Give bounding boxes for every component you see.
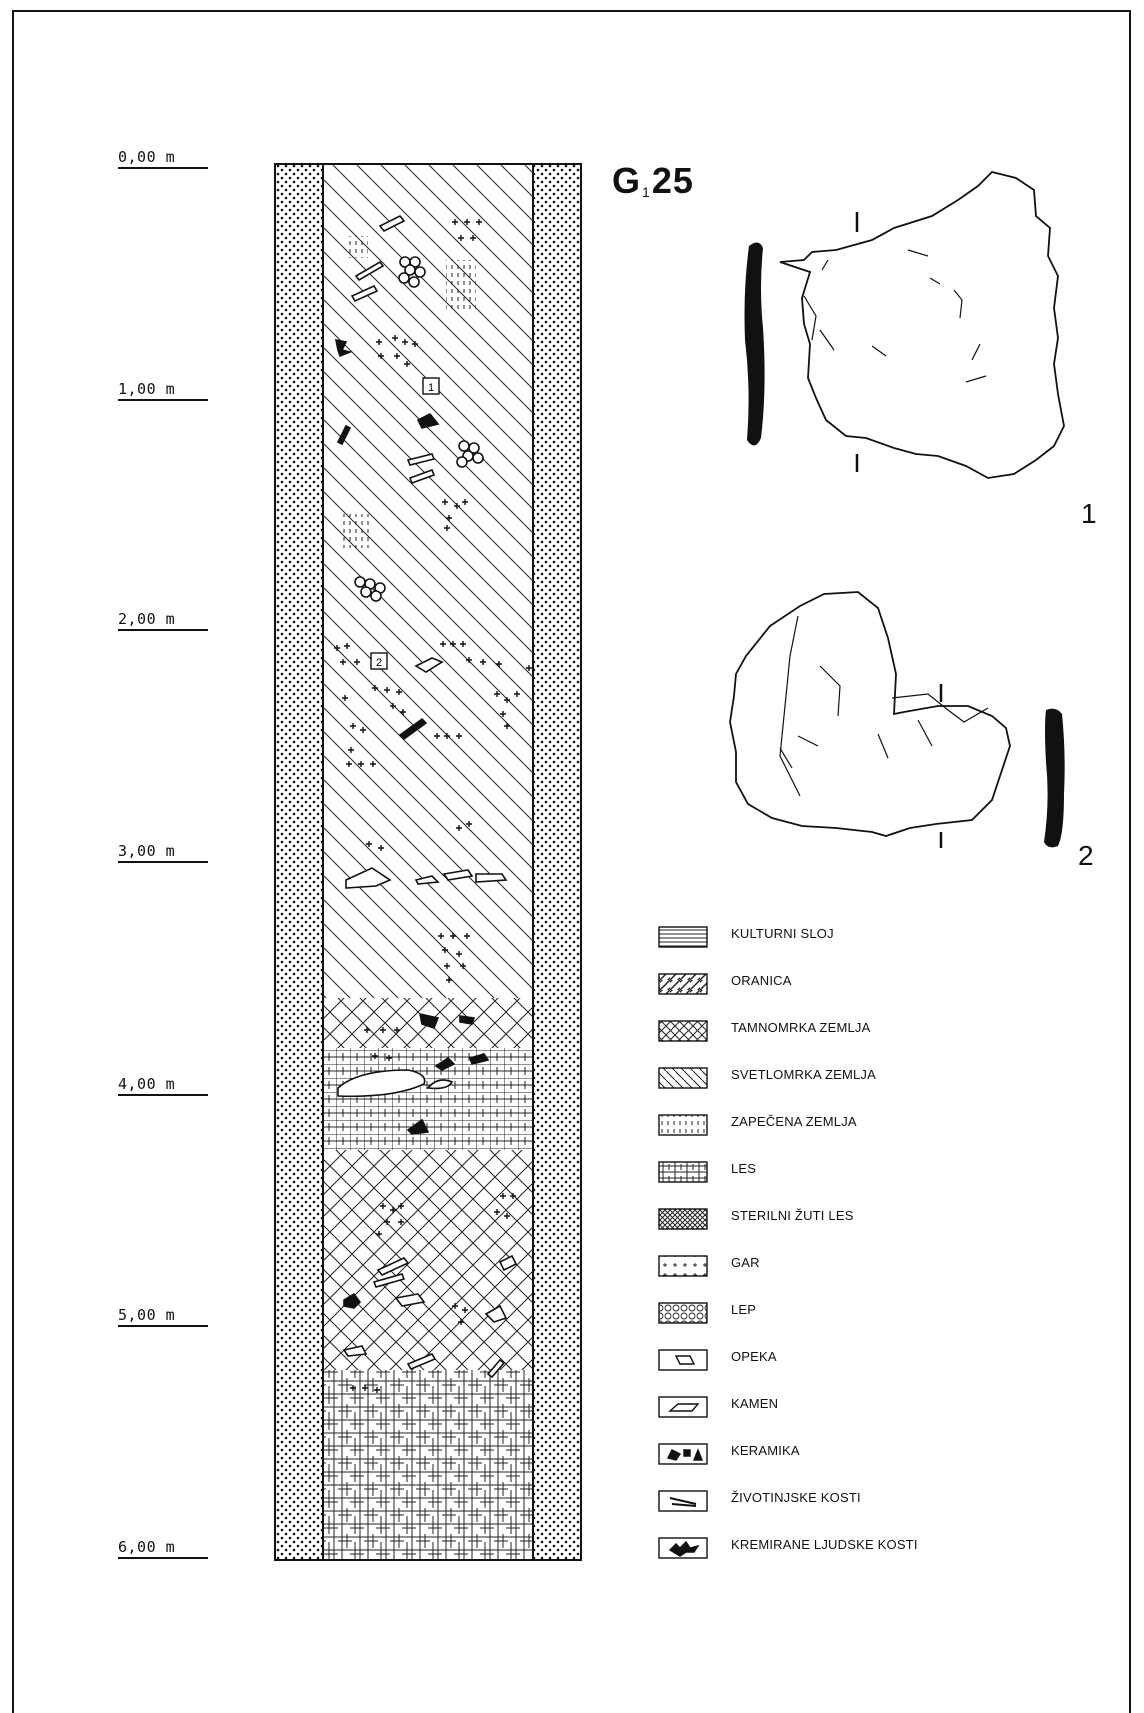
legend-swatches	[658, 926, 708, 1559]
sherd-find	[418, 1012, 440, 1029]
find-2-number: 2	[1078, 840, 1094, 871]
cremated-bone-find	[343, 1292, 362, 1309]
left-baulk-dots	[274, 163, 324, 1561]
bone-find	[408, 468, 436, 485]
stone-find	[337, 1069, 426, 1098]
bone-find	[486, 1358, 506, 1379]
find-1-outline	[779, 171, 1065, 479]
layer-les	[323, 1370, 533, 1560]
legend-swatch-zapecena	[658, 1114, 708, 1136]
legend-label: TAMNOMRKA ZEMLJA	[731, 1020, 871, 1035]
legend-swatch-kamen	[658, 1396, 708, 1418]
legend-swatch-keramika	[658, 1443, 708, 1465]
sherd-find	[406, 1118, 430, 1135]
charcoal-scatter	[334, 219, 532, 1393]
depth-label-1m: 1,00 m	[118, 380, 208, 401]
legend-swatch-svetlomrka	[658, 1067, 708, 1089]
brick-find	[394, 1293, 426, 1307]
figure-title-letter: G	[612, 160, 642, 201]
legend-label: SVETLOMRKA ZEMLJA	[731, 1067, 876, 1082]
depth-label-4m: 4,00 m	[118, 1075, 208, 1096]
legend-label: OPEKA	[731, 1349, 777, 1364]
bone-find	[406, 1352, 437, 1371]
legend-label: KERAMIKA	[731, 1443, 800, 1458]
right-baulk-dots	[532, 163, 582, 1561]
stone-find	[426, 1079, 454, 1090]
legend-label: LES	[731, 1161, 757, 1176]
legend-label: ORANICA	[731, 973, 792, 988]
depth-label-3m: 3,00 m	[118, 842, 208, 863]
bone-find	[350, 284, 379, 303]
depth-label-2m: 2,00 m	[118, 610, 208, 631]
sherd-find	[459, 1015, 476, 1025]
bone-find	[372, 1273, 406, 1288]
sherd-find	[468, 1053, 490, 1065]
legend-label: LEP	[731, 1302, 757, 1317]
find-2-profile	[1044, 708, 1065, 848]
legend-label: STERILNI ŽUTI LES	[731, 1208, 854, 1223]
sherd-find	[398, 717, 428, 741]
stone-find	[484, 1304, 508, 1323]
brick-find	[442, 869, 474, 881]
brick-find	[342, 1345, 368, 1357]
legend-label: ZAPEČENA ZEMLJA	[731, 1114, 857, 1129]
depth-label-6m: 6,00 m	[118, 1538, 208, 1559]
find-markers: 1 2	[370, 377, 440, 670]
find-marker-1-label: 1	[428, 382, 434, 394]
legend-swatch-sterilni-les	[658, 1208, 708, 1230]
legend-label: KAMEN	[731, 1396, 779, 1411]
brick-find	[475, 873, 508, 883]
legend-swatch-zivotinjske-kosti	[658, 1490, 708, 1512]
legend-label: GAR	[731, 1255, 760, 1270]
bone-find	[378, 214, 406, 233]
brick-find	[414, 657, 444, 673]
stone-find	[414, 875, 440, 885]
find-1-profile	[744, 242, 765, 446]
daub-cluster	[456, 440, 484, 468]
find-1-drawing	[744, 171, 1065, 479]
figure-title-number: 25	[651, 160, 694, 201]
daub-cluster	[398, 256, 426, 288]
legend-label: KREMIRANE LJUDSKE KOSTI	[731, 1537, 918, 1552]
legend-swatch-oranica	[658, 973, 708, 995]
daub-cluster	[354, 576, 386, 602]
legend-label: KULTURNI SLOJ	[731, 926, 834, 941]
sherd-find	[416, 412, 440, 429]
depth-label-0m: 0,00 m	[118, 148, 208, 169]
find-marker-2: 2	[370, 652, 388, 670]
figure-title-subscript: 1	[642, 184, 651, 200]
bone-find	[376, 1257, 410, 1276]
stone-find	[345, 867, 392, 889]
stone-find	[498, 1254, 518, 1272]
find-2-outline	[729, 591, 1011, 837]
layer-burnt-mixed	[323, 1048, 533, 1150]
legend-label: ŽIVOTINJSKE KOSTI	[731, 1490, 861, 1505]
depth-label-5m: 5,00 m	[118, 1306, 208, 1327]
find-2-drawing	[729, 591, 1065, 848]
figure-frame	[12, 10, 1131, 1713]
legend-swatch-les	[658, 1161, 708, 1183]
legend-swatch-gar	[658, 1255, 708, 1277]
sherd-find	[336, 424, 352, 446]
bone-find	[406, 453, 436, 466]
find-marker-1: 1	[422, 377, 440, 395]
find-1-number: 1	[1081, 498, 1097, 529]
bone-find	[354, 260, 385, 282]
figure-title: G125	[612, 160, 694, 202]
legend-swatch-lep	[658, 1302, 708, 1324]
section-finds	[334, 214, 518, 1379]
section-column	[274, 163, 582, 1561]
legend-swatch-kulturni-sloj	[658, 926, 708, 948]
legend-swatch-kremirane-kosti	[658, 1537, 708, 1559]
find-marker-2-label: 2	[376, 657, 382, 669]
sherd-find	[434, 1056, 456, 1071]
legend-swatch-tamnomrka	[658, 1020, 708, 1042]
cremated-bone-find	[334, 338, 353, 358]
burnt-earth-patches	[342, 236, 476, 548]
legend-swatch-opeka	[658, 1349, 708, 1371]
layer-tamnomrka-lower	[323, 1150, 533, 1370]
section-outline	[274, 163, 582, 1561]
